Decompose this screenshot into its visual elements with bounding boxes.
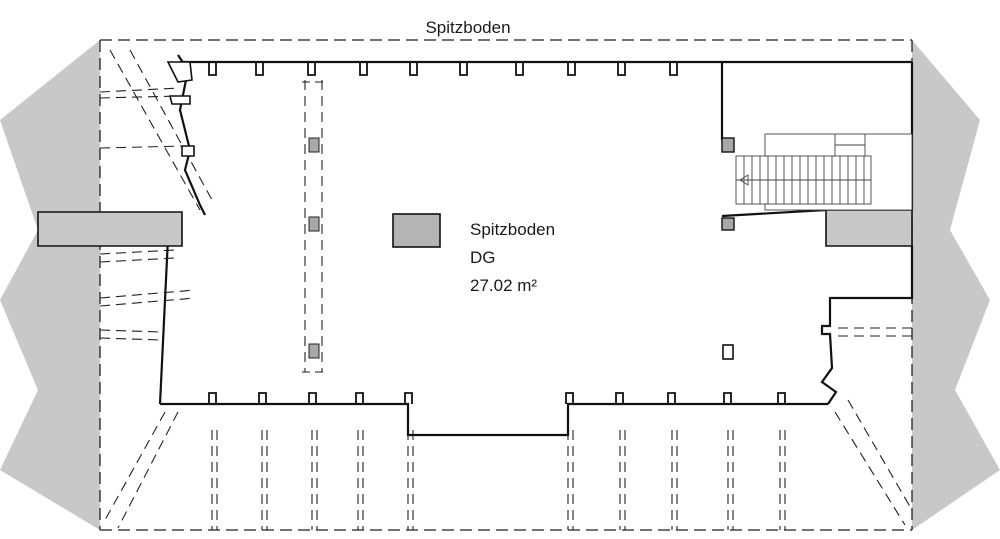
dashed-construction-lines (99, 49, 913, 530)
plan-title: Spitzboden (425, 18, 511, 37)
room-walls (158, 54, 914, 437)
wall-stubs-top (208, 62, 678, 76)
chimney (392, 213, 441, 248)
room-area-label: 27.02 m² (470, 276, 538, 295)
ridge-beam (302, 81, 325, 373)
room-name-label: Spitzboden (470, 220, 556, 239)
room-floor-label: DG (470, 248, 496, 267)
stair-posts (721, 137, 735, 231)
roof-slope-left (0, 40, 100, 530)
ridge-posts (308, 137, 320, 359)
roof-slope-right (912, 40, 1000, 530)
wall-stubs-bottom (208, 392, 786, 404)
left-wall-ledges (166, 61, 195, 157)
staircase (735, 133, 913, 211)
small-post-marker (722, 344, 734, 360)
masonry-blocks (37, 209, 913, 247)
